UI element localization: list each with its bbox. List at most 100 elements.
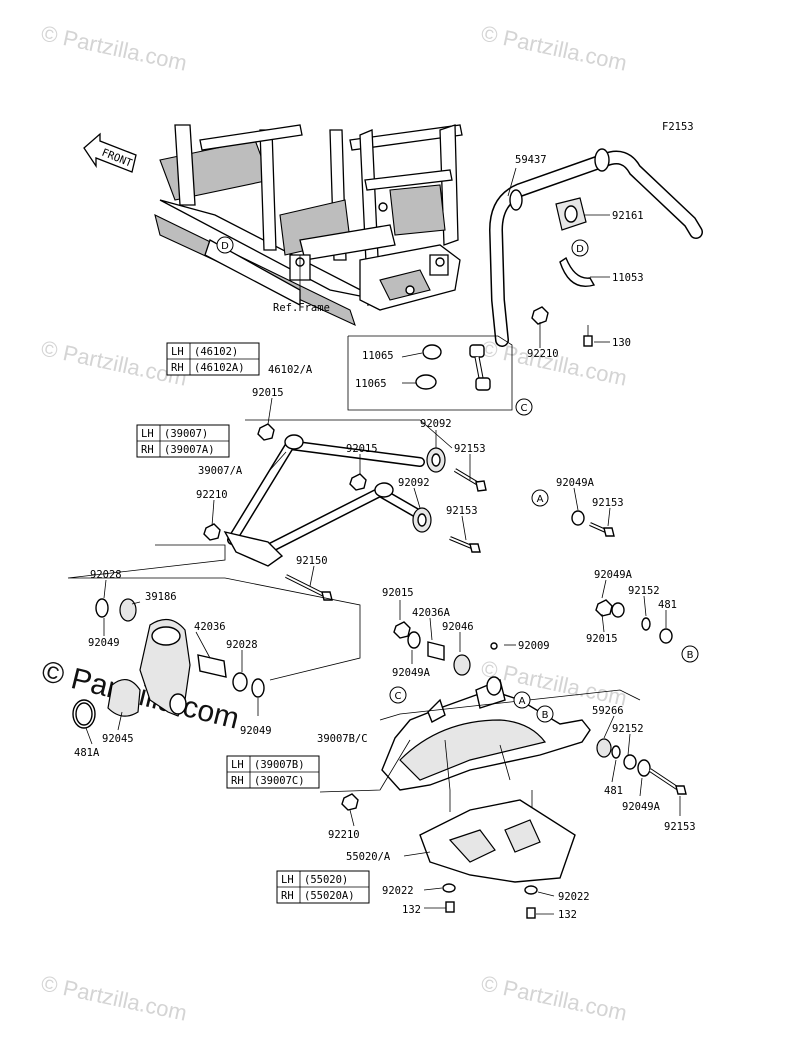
part-label: 39007/A bbox=[198, 465, 243, 477]
watermark-text: © Partzilla.com bbox=[39, 20, 189, 75]
part-label: 11065 bbox=[362, 350, 394, 362]
callout-b: B bbox=[542, 710, 549, 721]
part-label: 92049A bbox=[556, 477, 595, 489]
upper-arm bbox=[223, 434, 425, 567]
part-label: 92049A bbox=[392, 667, 431, 679]
part-label: 481 bbox=[658, 599, 677, 611]
rh-part: (46102A) bbox=[194, 362, 245, 374]
callout-c: C bbox=[521, 403, 528, 414]
part-label: 92092 bbox=[420, 418, 452, 430]
part-label: 481 bbox=[604, 785, 623, 797]
watermark-text: © Partzilla.com bbox=[39, 970, 189, 1025]
part-label: 92049A bbox=[622, 801, 661, 813]
rh-label: RH bbox=[231, 775, 244, 787]
bolts-upper bbox=[285, 468, 615, 601]
leader-lines bbox=[85, 167, 681, 915]
part-label: 92153 bbox=[664, 821, 696, 833]
part-label: 92049 bbox=[240, 725, 272, 737]
part-label: 130 bbox=[612, 337, 631, 349]
part-label: 92161 bbox=[612, 210, 644, 222]
skid-plate-55020 bbox=[419, 790, 576, 883]
part-label: 132 bbox=[402, 904, 421, 916]
washer-92049a bbox=[571, 510, 585, 526]
lhrh-table: LH (46102) RH (46102A) bbox=[166, 342, 260, 376]
lhrh-table: LH (39007B) RH (39007C) bbox=[226, 755, 320, 789]
part-label: 132 bbox=[558, 909, 577, 921]
part-labels: 59437 92161 11053 130 92210 11065 11065 … bbox=[74, 154, 696, 921]
callout-a: A bbox=[519, 696, 526, 707]
part-label: 92015 bbox=[382, 587, 414, 599]
part-label: 92152 bbox=[628, 585, 660, 597]
part-label: 92150 bbox=[296, 555, 328, 567]
pivot-shaft-42036 bbox=[197, 654, 265, 698]
callout-a: A bbox=[537, 494, 544, 505]
rh-part: (39007C) bbox=[254, 775, 305, 787]
front-arrow-icon: FRONT bbox=[83, 132, 137, 173]
ref-frame-label: Ref.Frame bbox=[273, 302, 330, 314]
part-label: 92153 bbox=[592, 497, 624, 509]
part-label: 46102/A bbox=[268, 364, 313, 376]
part-label: 42036A bbox=[412, 607, 451, 619]
part-label: 92153 bbox=[446, 505, 478, 517]
part-label: 42036 bbox=[194, 621, 226, 633]
rh-part: (55020A) bbox=[304, 890, 355, 902]
rh-label: RH bbox=[141, 444, 154, 456]
callout-d: D bbox=[576, 244, 584, 255]
lh-part: (46102) bbox=[194, 346, 238, 358]
part-label: 92153 bbox=[454, 443, 486, 455]
part-label: 39186 bbox=[145, 591, 177, 603]
lh-label: LH bbox=[281, 874, 294, 886]
nuts-92015-upper bbox=[203, 423, 367, 541]
part-label: 92210 bbox=[328, 829, 360, 841]
part-label: 92015 bbox=[346, 443, 378, 455]
part-label: 59266 bbox=[592, 705, 624, 717]
part-label: 55020/A bbox=[346, 851, 391, 863]
part-label: 92049A bbox=[594, 569, 633, 581]
callout-b: B bbox=[687, 650, 694, 661]
part-label: 92046 bbox=[442, 621, 474, 633]
part-label: 92022 bbox=[382, 885, 414, 897]
bushing-92161 bbox=[555, 197, 587, 231]
frame-assembly bbox=[154, 124, 463, 327]
part-label: 92015 bbox=[586, 633, 618, 645]
callout-c: C bbox=[395, 691, 402, 702]
lh-part: (39007B) bbox=[254, 759, 305, 771]
figure-code: F2153 bbox=[662, 121, 694, 133]
part-label: 92022 bbox=[558, 891, 590, 903]
lhrh-table: LH (55020) RH (55020A) bbox=[276, 870, 370, 904]
callout-circles: D D C C A A B B bbox=[216, 236, 699, 723]
part-label: 92028 bbox=[226, 639, 258, 651]
part-label: 92092 bbox=[398, 477, 430, 489]
part-label: 481A bbox=[74, 747, 100, 759]
part-label: 92210 bbox=[196, 489, 228, 501]
part-label: 59437 bbox=[515, 154, 547, 166]
bushing-92092-upper bbox=[412, 447, 446, 533]
rh-label: RH bbox=[171, 362, 184, 374]
part-label: 92210 bbox=[527, 348, 559, 360]
rh-label: RH bbox=[281, 890, 294, 902]
part-label: 11053 bbox=[612, 272, 644, 284]
part-label: 92009 bbox=[518, 640, 550, 652]
part-label: 92015 bbox=[252, 387, 284, 399]
lh-label: LH bbox=[171, 346, 184, 358]
part-label: 92028 bbox=[90, 569, 122, 581]
part-label: 39007B/C bbox=[317, 733, 368, 745]
part-label: 92049 bbox=[88, 637, 120, 649]
nut-92210-top bbox=[531, 306, 549, 325]
stabilizer-bar bbox=[488, 148, 703, 347]
rh-part: (39007A) bbox=[164, 444, 215, 456]
watermark-text: © Partzilla.com bbox=[479, 970, 629, 1025]
lh-label: LH bbox=[141, 428, 154, 440]
fasteners-lower bbox=[341, 599, 687, 919]
part-label: 92152 bbox=[612, 723, 644, 735]
clamp-11053 bbox=[559, 256, 596, 287]
link-rod bbox=[415, 344, 491, 391]
part-label: 11065 bbox=[355, 378, 387, 390]
lhrh-table: LH (39007) RH (39007A) bbox=[136, 424, 230, 458]
lh-label: LH bbox=[231, 759, 244, 771]
bolt-130 bbox=[583, 325, 593, 347]
part-label: 92045 bbox=[102, 733, 134, 745]
lh-part: (55020) bbox=[304, 874, 348, 886]
lh-part: (39007) bbox=[164, 428, 208, 440]
